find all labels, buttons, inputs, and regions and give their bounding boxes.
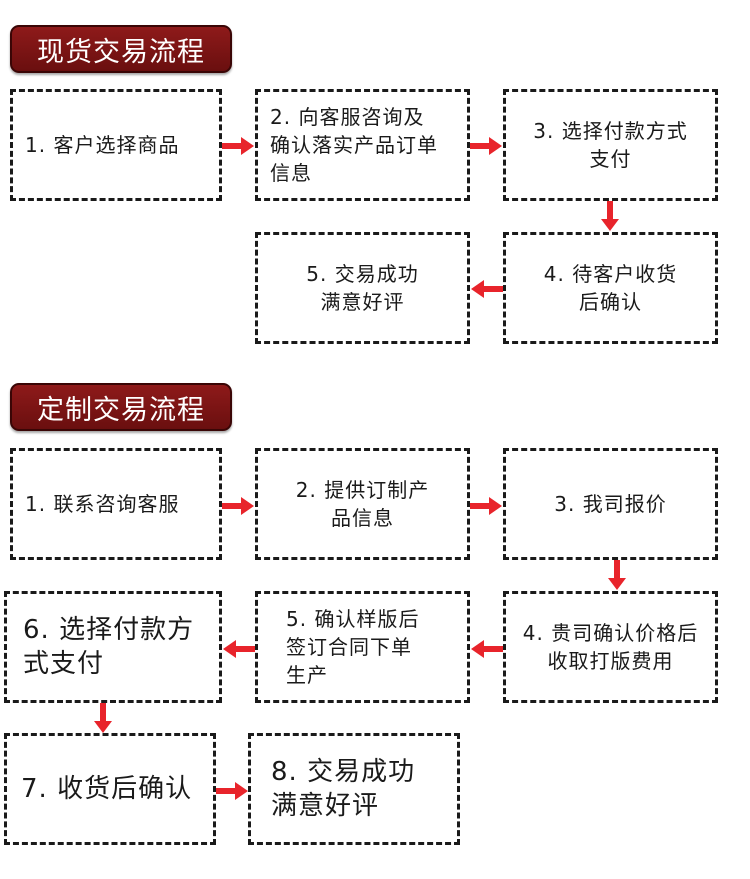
arrow-right-icon <box>470 496 503 516</box>
arrow-right-icon <box>470 136 503 156</box>
arrow-left-icon <box>222 639 255 659</box>
spot-step-4: 4. 待客户收货 后确认 <box>503 232 718 344</box>
spot-step-1: 1. 客户选择商品 <box>10 89 222 201</box>
custom-step-6: 6. 选择付款方 式支付 <box>4 591 222 703</box>
spot-step-2-label: 2. 向客服咨询及 确认落实产品订单 信息 <box>270 105 438 185</box>
spot-step-4-label: 4. 待客户收货 后确认 <box>543 262 678 314</box>
spot-step-5-label: 5. 交易成功 满意好评 <box>306 262 419 314</box>
spot-step-2: 2. 向客服咨询及 确认落实产品订单 信息 <box>255 89 470 201</box>
spot-step-3: 3. 选择付款方式 支付 <box>503 89 718 201</box>
arrow-down-icon <box>600 201 620 232</box>
arrow-right-icon <box>216 781 249 801</box>
spot-step-3-label: 3. 选择付款方式 支付 <box>533 119 688 171</box>
arrow-right-icon <box>222 136 255 156</box>
spot-step-5: 5. 交易成功 满意好评 <box>255 232 470 344</box>
custom-step-5-label: 5. 确认样版后 签订合同下单 生产 <box>286 607 420 687</box>
spot-process-title: 现货交易流程 <box>10 25 232 73</box>
custom-step-3-label: 3. 我司报价 <box>554 492 667 516</box>
custom-step-6-label: 6. 选择付款方 式支付 <box>23 615 195 679</box>
custom-step-2: 2. 提供订制产 品信息 <box>255 448 470 560</box>
custom-step-1-label: 1. 联系咨询客服 <box>25 492 180 516</box>
custom-step-3: 3. 我司报价 <box>503 448 718 560</box>
custom-step-8: 8. 交易成功 满意好评 <box>248 733 460 845</box>
custom-step-2-label: 2. 提供订制产 品信息 <box>295 478 430 530</box>
spot-step-1-label: 1. 客户选择商品 <box>25 133 180 157</box>
custom-step-7-label: 7. 收货后确认 <box>21 774 193 804</box>
arrow-down-icon <box>607 560 627 591</box>
custom-step-1: 1. 联系咨询客服 <box>10 448 222 560</box>
arrow-left-icon <box>470 279 503 299</box>
custom-step-4: 4. 贵司确认价格后 收取打版费用 <box>503 591 718 703</box>
custom-step-7: 7. 收货后确认 <box>4 733 216 845</box>
custom-step-8-label: 8. 交易成功 满意好评 <box>271 757 416 821</box>
arrow-left-icon <box>470 639 503 659</box>
custom-step-5: 5. 确认样版后 签订合同下单 生产 <box>255 591 470 703</box>
custom-process-title: 定制交易流程 <box>10 383 232 431</box>
arrow-down-icon <box>93 703 113 734</box>
custom-step-4-label: 4. 贵司确认价格后 收取打版费用 <box>522 621 699 673</box>
arrow-right-icon <box>222 496 255 516</box>
